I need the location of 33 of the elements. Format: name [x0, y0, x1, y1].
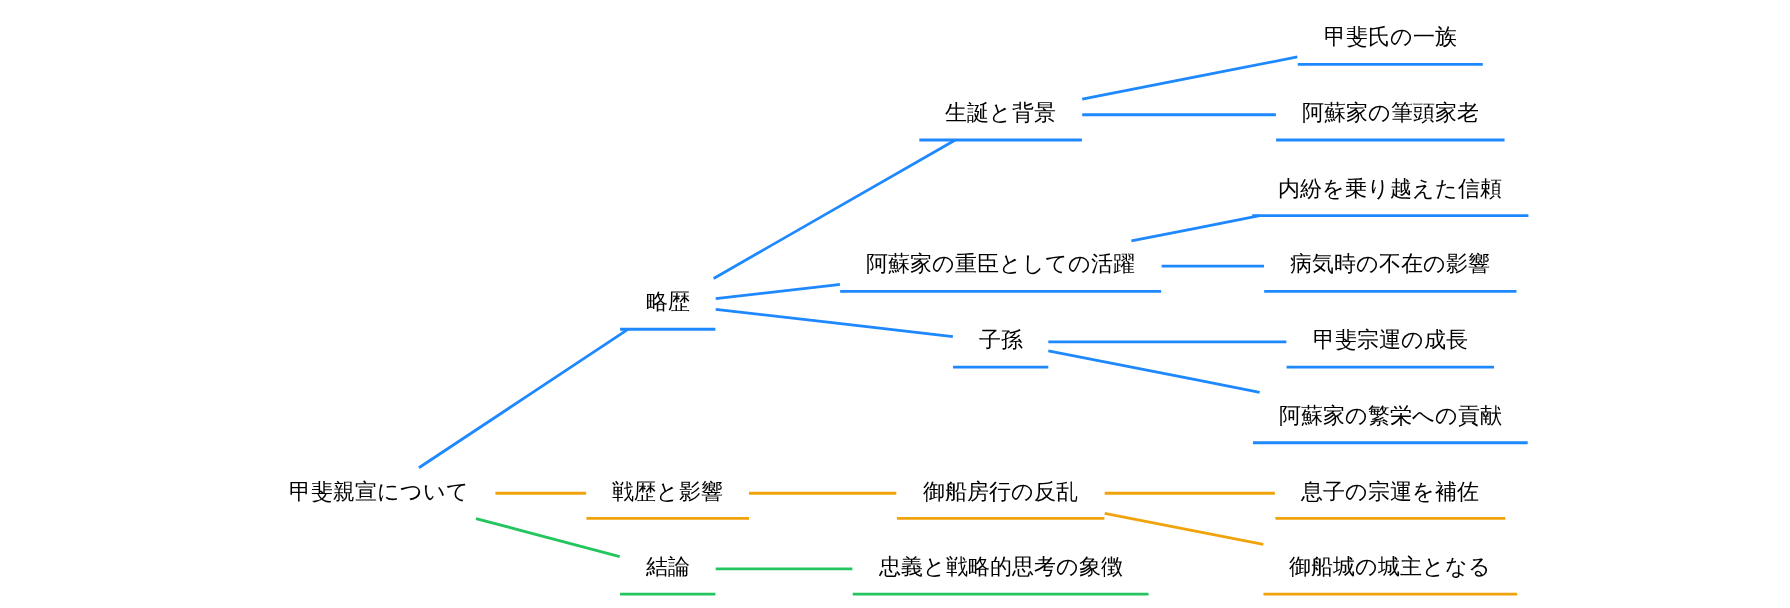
node-text: 忠義と戦略的思考の象徴 [878, 553, 1123, 580]
node-text: 戦歴と影響 [611, 477, 723, 504]
connector [1047, 340, 1286, 344]
connector [1130, 214, 1260, 243]
node-text: 阿蘇家の繁栄への貢献 [1278, 401, 1502, 428]
connector [1104, 491, 1275, 495]
node-text: 息子の宗運を補佐 [1300, 477, 1479, 504]
connector [1103, 511, 1264, 546]
node-text: 生誕と背景 [944, 99, 1056, 126]
node-text: 御船城の城主となる [1288, 553, 1491, 580]
connector [748, 491, 896, 495]
connector [715, 283, 840, 301]
connector [417, 328, 629, 469]
node-text: 病気時の不在の影響 [1289, 250, 1490, 277]
connector [1047, 349, 1260, 394]
connector [712, 138, 956, 280]
connector [715, 567, 852, 571]
connector [1081, 55, 1298, 101]
node-text: 結論 [645, 553, 690, 580]
node-text: 甲斐親宣について [288, 477, 469, 504]
node-text: 甲斐氏の一族 [1323, 23, 1457, 50]
connector [475, 517, 620, 558]
node-text: 阿蘇家の筆頭家老 [1301, 99, 1479, 126]
connector [494, 491, 586, 495]
node-text: 内紛を乗り越えた信頼 [1277, 174, 1502, 201]
node-text: 御船房行の反乱 [922, 477, 1078, 504]
connector [1081, 113, 1276, 117]
connector [715, 307, 953, 338]
node-text: 甲斐宗運の成長 [1312, 326, 1468, 353]
node-text: 子孫 [978, 326, 1023, 353]
connector [1161, 264, 1264, 268]
node-text: 阿蘇家の重臣としての活躍 [865, 250, 1135, 277]
node-text: 略歴 [645, 288, 690, 315]
